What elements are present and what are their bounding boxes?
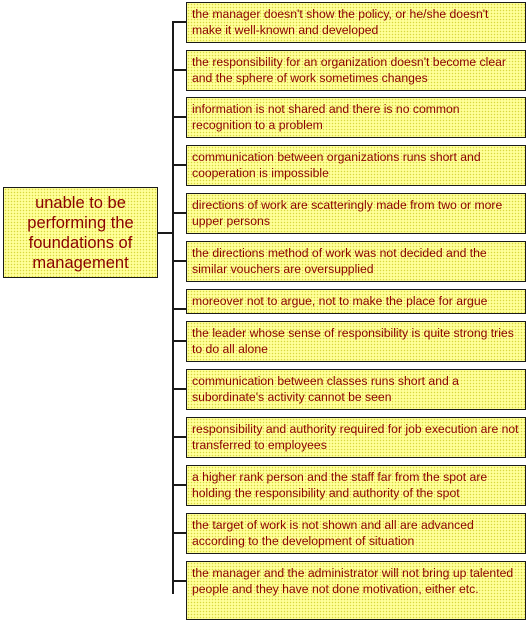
root-connector-line bbox=[158, 232, 173, 234]
cause-item: communication between classes runs short… bbox=[186, 369, 526, 410]
cause-item: the leader whose sense of responsibility… bbox=[186, 321, 526, 362]
cause-item-text: the responsibility for an organization d… bbox=[192, 55, 506, 85]
cause-item: information is not shared and there is n… bbox=[186, 97, 526, 138]
branch-connector-line bbox=[172, 484, 187, 486]
cause-item: the target of work is not shown and all … bbox=[186, 513, 526, 554]
branch-connector-line bbox=[172, 340, 187, 342]
cause-item: moreover not to argue, not to make the p… bbox=[186, 289, 526, 314]
cause-item-text: directions of work are scatteringly made… bbox=[192, 198, 503, 228]
branch-connector-line bbox=[172, 212, 187, 214]
cause-item: a higher rank person and the staff far f… bbox=[186, 465, 526, 506]
cause-item-text: the manager and the administrator will n… bbox=[192, 566, 514, 596]
branch-connector-line bbox=[172, 21, 187, 23]
cause-item-text: the directions method of work was not de… bbox=[192, 246, 487, 276]
cause-item-text: responsibility and authority required fo… bbox=[192, 422, 519, 452]
root-node-label: unable to be performing the foundations … bbox=[27, 193, 134, 272]
cause-item: the manager and the administrator will n… bbox=[186, 561, 526, 620]
cause-item-text: the manager doesn't show the policy, or … bbox=[192, 7, 489, 37]
cause-item-text: communication between classes runs short… bbox=[192, 374, 459, 404]
cause-item-text: information is not shared and there is n… bbox=[192, 102, 460, 132]
cause-item-text: a higher rank person and the staff far f… bbox=[192, 470, 488, 500]
branch-connector-line bbox=[172, 436, 187, 438]
branch-connector-line bbox=[172, 69, 187, 71]
cause-item-text: moreover not to argue, not to make the p… bbox=[192, 294, 488, 308]
cause-item: directions of work are scatteringly made… bbox=[186, 193, 526, 234]
cause-item-text: the leader whose sense of responsibility… bbox=[192, 326, 514, 356]
cause-item: communication between organizations runs… bbox=[186, 145, 526, 186]
cause-item: the responsibility for an organization d… bbox=[186, 50, 526, 91]
branch-connector-line bbox=[172, 580, 187, 582]
cause-item: the directions method of work was not de… bbox=[186, 241, 526, 282]
branch-connector-line bbox=[172, 308, 187, 310]
branch-connector-line bbox=[172, 388, 187, 390]
cause-item: responsibility and authority required fo… bbox=[186, 417, 526, 458]
branch-connector-line bbox=[172, 116, 187, 118]
branch-connector-line bbox=[172, 532, 187, 534]
cause-item: the manager doesn't show the policy, or … bbox=[186, 2, 526, 43]
root-node: unable to be performing the foundations … bbox=[3, 187, 158, 278]
branch-connector-line bbox=[172, 164, 187, 166]
branch-connector-line bbox=[172, 260, 187, 262]
cause-item-text: communication between organizations runs… bbox=[192, 150, 481, 180]
trunk-connector-line bbox=[172, 21, 174, 594]
cause-item-text: the target of work is not shown and all … bbox=[192, 518, 474, 548]
